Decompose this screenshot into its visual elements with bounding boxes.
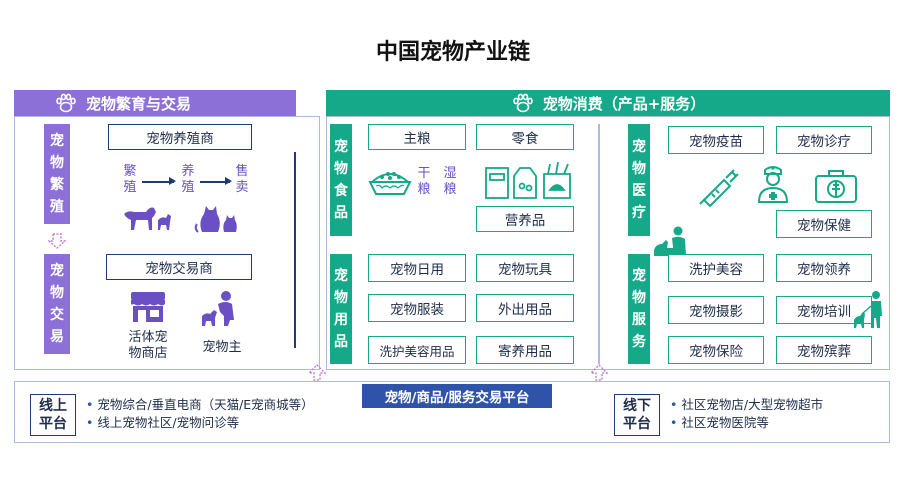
grooming-supplies-box: 洗护美容用品 <box>368 336 466 364</box>
dry-food-label: 干粮 <box>417 166 431 197</box>
offline-platform-list: 社区宠物店/大型宠物超市 社区宠物医院等 <box>670 396 823 432</box>
breeding-trade-header: 宠物繁育与交易 <box>14 90 296 116</box>
health-care-box: 宠物保健 <box>776 210 872 238</box>
store-icon <box>131 292 165 322</box>
food-bowl-icon <box>368 172 412 195</box>
online-platform-label: 线上平台 <box>30 394 76 436</box>
consumption-header: 宠物消费（产品+服务） <box>326 90 890 116</box>
offline-platform-label: 线下平台 <box>614 394 660 436</box>
diagnosis-box: 宠物诊疗 <box>776 126 872 154</box>
breeder-box: 宠物养殖商 <box>108 124 252 150</box>
doctor-icon <box>757 166 789 203</box>
up-arrow-icon <box>590 364 608 381</box>
paw-icon <box>512 93 533 113</box>
page-title: 中国宠物产业链 <box>375 40 530 65</box>
trade-platform-bar: 宠物/商品/服务交易平台 <box>362 384 552 408</box>
snack-packages-icon <box>485 161 571 199</box>
wet-food-label: 湿粮 <box>443 166 457 197</box>
step-raise: 养殖 <box>181 164 195 195</box>
store-label: 活体宠物商店 <box>128 330 168 361</box>
medical-tab: 宠物医疗 <box>628 124 650 236</box>
syringe-icon <box>699 169 739 208</box>
dog-training-icon <box>854 291 882 328</box>
down-arrow-icon <box>48 233 66 249</box>
pet-grooming-icon <box>654 226 686 256</box>
pet-owner-icon <box>202 291 234 326</box>
step-sell: 售卖 <box>235 164 249 195</box>
header-label: 宠物消费（产品+服务） <box>542 94 706 113</box>
step-arrow <box>200 178 232 184</box>
snack-box: 零食 <box>476 124 574 150</box>
dogs-icon <box>124 207 171 230</box>
grooming-box: 洗护美容 <box>668 254 764 282</box>
funeral-box: 宠物殡葬 <box>776 336 872 364</box>
step-breed: 繁殖 <box>123 164 137 195</box>
trade-tab: 宠物交易 <box>44 254 70 354</box>
paw-icon <box>56 93 76 113</box>
divider <box>294 152 296 348</box>
adoption-box: 宠物领养 <box>776 254 872 282</box>
food-tab: 宠物食品 <box>330 124 352 236</box>
consumption-panel <box>326 116 890 370</box>
supplies-tab: 宠物用品 <box>330 254 352 364</box>
step-arrow <box>142 178 176 184</box>
online-platform-list: 宠物综合/垂直电商（天猫/E宠商城等） 线上宠物社区/宠物问诊等 <box>86 396 314 432</box>
daily-supplies-box: 宠物日用 <box>368 254 466 282</box>
medical-kit-icon <box>815 170 857 203</box>
nutrition-box: 营养品 <box>476 206 574 232</box>
boarding-supplies-box: 寄养用品 <box>476 336 574 364</box>
outdoor-box: 外出用品 <box>476 294 574 322</box>
service-tab: 宠物服务 <box>628 254 650 364</box>
toys-box: 宠物玩具 <box>476 254 574 282</box>
cats-icon <box>194 206 237 233</box>
vaccine-box: 宠物疫苗 <box>668 126 764 154</box>
divider <box>598 124 600 364</box>
platform-panel <box>14 381 890 443</box>
clothing-box: 宠物服装 <box>368 294 466 322</box>
list-item: 线上宠物社区/宠物问诊等 <box>86 414 314 432</box>
up-arrow-icon <box>308 364 326 381</box>
photography-box: 宠物摄影 <box>668 296 764 324</box>
header-label: 宠物繁育与交易 <box>86 94 192 113</box>
staple-box: 主粮 <box>368 124 466 150</box>
list-item: 社区宠物店/大型宠物超市 <box>670 396 823 414</box>
insurance-box: 宠物保险 <box>668 336 764 364</box>
breeding-tab: 宠物繁殖 <box>44 124 70 224</box>
breeding-trade-panel <box>14 116 320 370</box>
owner-label: 宠物主 <box>202 340 242 355</box>
trader-box: 宠物交易商 <box>106 254 252 280</box>
training-box: 宠物培训 <box>776 296 872 324</box>
list-item: 社区宠物医院等 <box>670 414 823 432</box>
list-item: 宠物综合/垂直电商（天猫/E宠商城等） <box>86 396 313 414</box>
